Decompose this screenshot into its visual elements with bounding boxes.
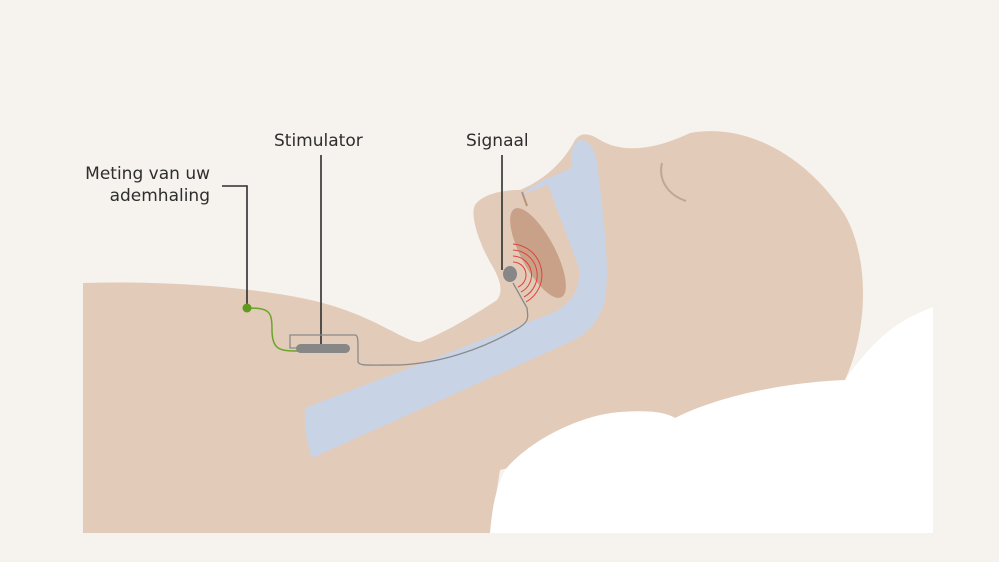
signal-electrode bbox=[503, 266, 517, 282]
sensor-lead bbox=[247, 307, 299, 352]
nostril-mark bbox=[521, 191, 528, 207]
stimulator-device bbox=[296, 344, 350, 353]
label-signal: Signaal bbox=[466, 131, 529, 151]
signal-waves bbox=[512, 243, 543, 303]
label-breathing-line-2: ademhaling bbox=[109, 186, 210, 206]
label-breathing-line-1: Meting van uw bbox=[85, 164, 210, 184]
stimulator-lead-loop bbox=[289, 282, 529, 366]
leader-line-breathing bbox=[222, 185, 248, 306]
label-breathing-measurement: Meting van uw ademhaling bbox=[60, 163, 210, 207]
label-stimulator: Stimulator bbox=[274, 131, 363, 151]
body-silhouette bbox=[83, 131, 864, 533]
breathing-sensor-dot bbox=[242, 303, 252, 313]
eye-line bbox=[660, 162, 687, 202]
tongue bbox=[510, 208, 566, 298]
airway bbox=[304, 140, 607, 458]
pillow bbox=[490, 307, 933, 533]
